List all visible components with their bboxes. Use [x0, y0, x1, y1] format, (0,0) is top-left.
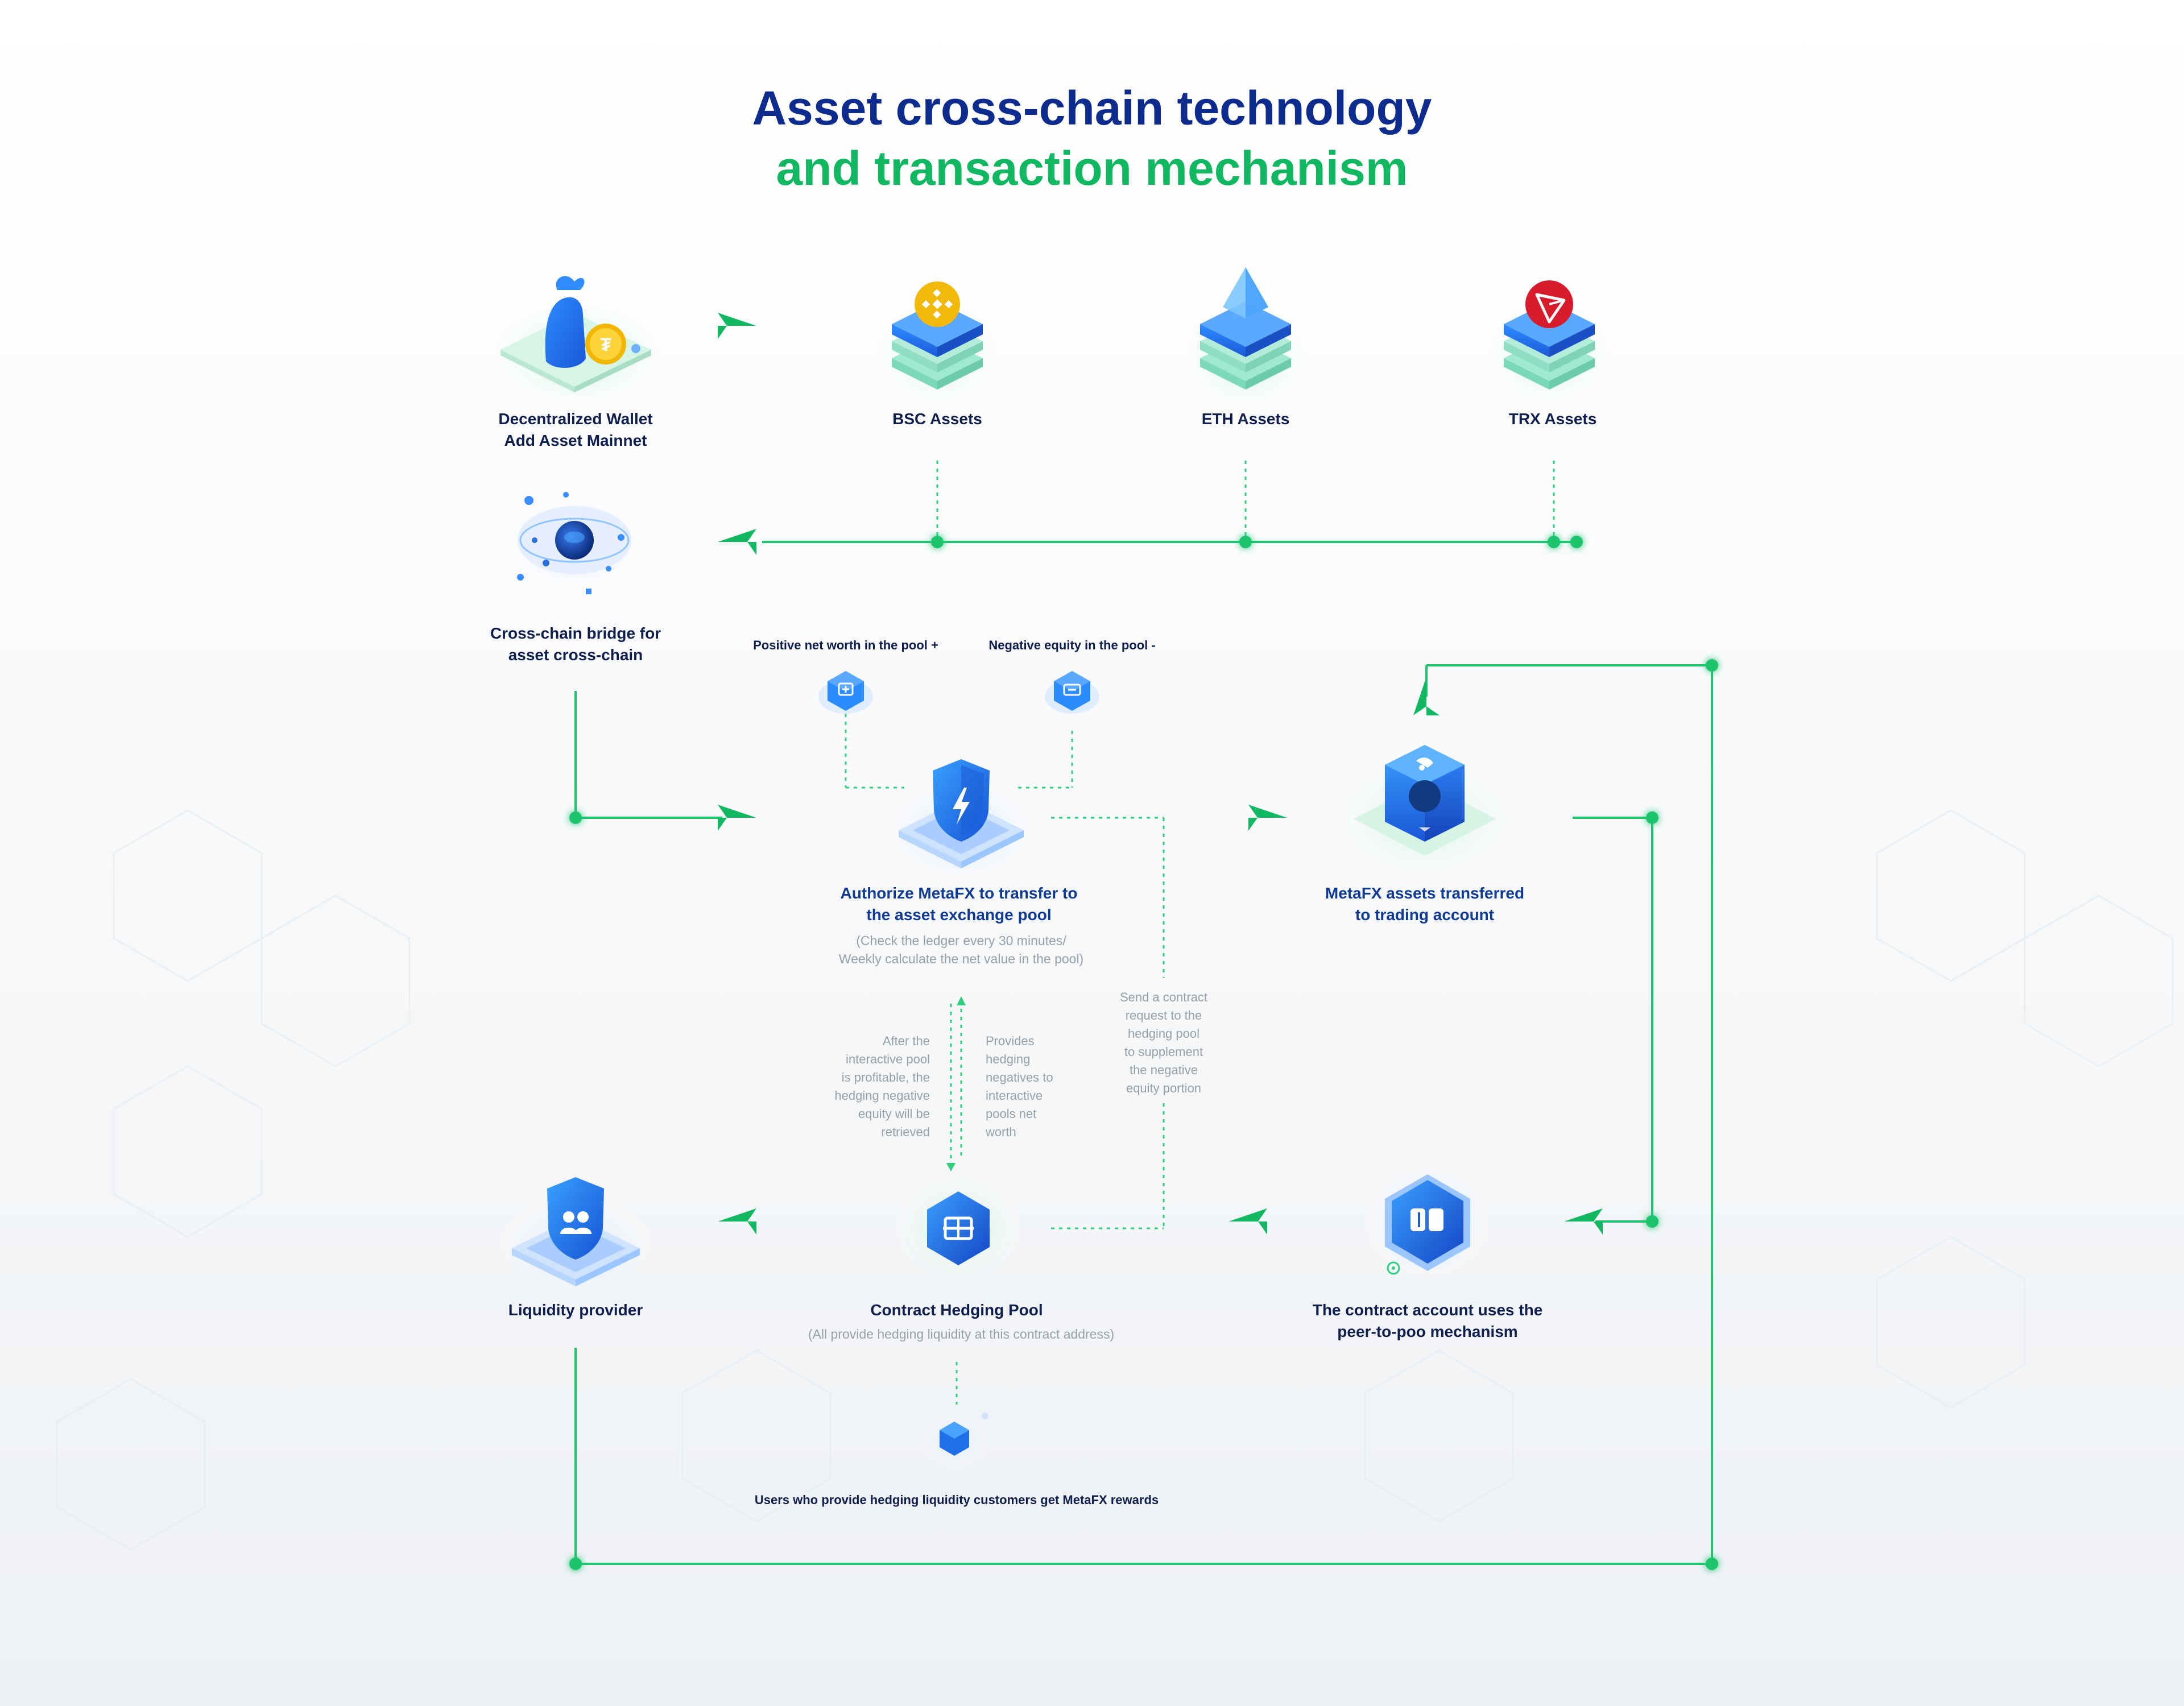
cube-account-icon — [1339, 745, 1510, 869]
eth-coin-stack-icon — [1184, 267, 1307, 401]
svg-text:₮: ₮ — [600, 334, 611, 355]
trx-label: TRX Assets — [1508, 410, 1597, 428]
title-line-1: Asset cross-chain technology — [752, 81, 1432, 135]
hedging-label: Contract Hedging Pool — [870, 1301, 1043, 1319]
negative-box-icon — [1045, 671, 1099, 714]
authorize-sub: (Check the ledger every 30 minutes/ Week… — [839, 931, 1083, 968]
authorize-sub-line2: Weekly calculate the net value in the po… — [838, 951, 1084, 966]
globe-bridge-icon — [498, 492, 651, 594]
wallet-label: Decentralized Wallet Add Asset Mainnet — [498, 408, 652, 452]
contract-label: The contract account uses the peer-to-po… — [1313, 1299, 1543, 1343]
bridge-label: Cross-chain bridge for asset cross-chain — [490, 623, 661, 666]
bsc-label: BSC Assets — [892, 410, 982, 428]
hedging-sub: (All provide hedging liquidity at this c… — [808, 1327, 1115, 1341]
provides-note: Provides hedging negatives to interactiv… — [986, 1034, 1053, 1139]
contract-label-line2: peer-to-poo mechanism — [1337, 1323, 1518, 1340]
title-line-2: and transaction mechanism — [776, 142, 1408, 195]
bsc-coin-stack-icon — [876, 281, 999, 401]
positive-box-icon — [818, 671, 873, 714]
trx-coin-stack-icon — [1488, 280, 1611, 401]
authorize-label: Authorize MetaFX to transfer to the asse… — [841, 883, 1078, 926]
eth-label: ETH Assets — [1201, 410, 1290, 428]
hexagon-pool-icon — [895, 1174, 1022, 1282]
shield-people-icon — [502, 1177, 650, 1290]
authorize-label-line1: Authorize MetaFX to transfer to — [840, 884, 1078, 902]
wallet-coin-icon: ₮ — [492, 276, 663, 398]
authorize-label-line2: the asset exchange pool — [866, 906, 1052, 924]
wallet-label-line1: Decentralized Wallet — [498, 410, 653, 428]
small-hexagon-icon — [923, 1410, 988, 1469]
bridge-label-line2: asset cross-chain — [508, 646, 643, 664]
trading-label-line1: MetaFX assets transferred — [1325, 884, 1525, 902]
contract-label-line1: The contract account uses the — [1312, 1301, 1543, 1319]
trading-label: MetaFX assets transferred to trading acc… — [1325, 883, 1524, 926]
rewards-label: Users who provide hedging liquidity cust… — [754, 1493, 1159, 1507]
shield-lightning-icon — [888, 759, 1034, 872]
send-request-note: Send a contract request to the hedging p… — [1119, 990, 1208, 1095]
positive-label: Positive net worth in the pool + — [753, 638, 938, 652]
bridge-label-line1: Cross-chain bridge for — [490, 624, 661, 642]
hexagon-contract-icon — [1364, 1166, 1491, 1280]
trading-label-line2: to trading account — [1355, 906, 1495, 924]
wallet-label-line2: Add Asset Mainnet — [504, 432, 647, 449]
negative-label: Negative equity in the pool - — [988, 638, 1156, 652]
retrieved-note: After the interactive pool is profitable… — [834, 1034, 930, 1139]
liquidity-label: Liquidity provider — [508, 1301, 643, 1319]
authorize-sub-line1: (Check the ledger every 30 minutes/ — [856, 933, 1066, 948]
